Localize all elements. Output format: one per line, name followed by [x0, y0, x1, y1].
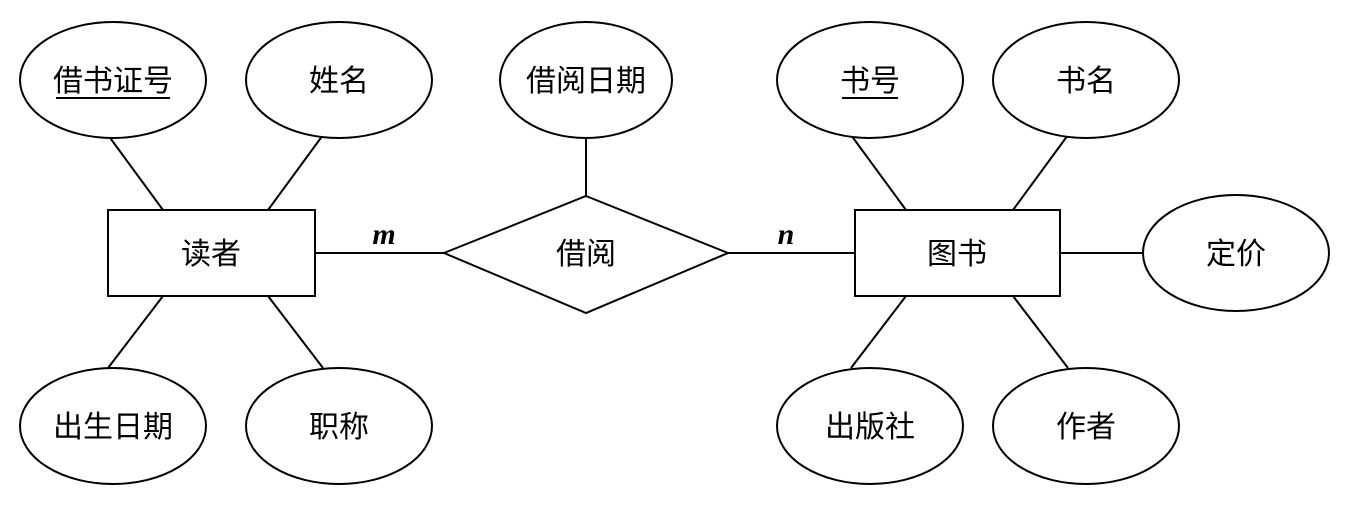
attribute-card-number: 借书证号 [19, 21, 207, 139]
edge-book-publisher [850, 295, 907, 369]
attribute-book-number: 书号 [776, 21, 964, 139]
edge-reader-birthdate [107, 295, 164, 369]
attribute-birth-date-label: 出生日期 [53, 410, 173, 445]
attribute-book-number-label: 书号 [840, 64, 900, 99]
attribute-book-name-label: 书名 [1056, 64, 1116, 99]
attribute-card-number-label: 借书证号 [53, 64, 173, 99]
edge-reader-name [267, 134, 324, 211]
edge-reader-cardno [107, 134, 164, 211]
attribute-price-label: 定价 [1206, 237, 1266, 272]
attribute-job-title: 职称 [245, 367, 433, 485]
attribute-borrow-date-label: 借阅日期 [526, 64, 646, 99]
entity-book-label: 图书 [927, 237, 987, 272]
cardinality-n: n [778, 218, 795, 251]
attribute-publisher-label: 出版社 [825, 410, 915, 445]
attribute-borrow-date: 借阅日期 [499, 21, 673, 139]
attribute-book-name: 书名 [992, 21, 1180, 139]
attribute-price: 定价 [1142, 194, 1330, 312]
attribute-author-label: 作者 [1056, 410, 1116, 445]
edge-book-bookno [850, 134, 907, 211]
attribute-name: 姓名 [245, 21, 433, 139]
attribute-birth-date: 出生日期 [19, 367, 207, 485]
entity-reader-label: 读者 [181, 237, 241, 272]
entity-book: 图书 [854, 209, 1061, 297]
edge-book-bookname [1012, 134, 1069, 211]
attribute-author: 作者 [992, 367, 1180, 485]
edge-book-author [1012, 295, 1069, 369]
edge-reader-title [267, 295, 324, 369]
attribute-publisher: 出版社 [776, 367, 964, 485]
cardinality-m: m [372, 218, 395, 251]
attribute-job-title-label: 职称 [309, 410, 369, 445]
connectors [107, 134, 1143, 369]
relationship-borrow: 借阅 [441, 194, 731, 315]
entity-reader: 读者 [107, 209, 316, 297]
attribute-name-label: 姓名 [309, 64, 369, 99]
relationship-borrow-label: 借阅 [556, 237, 616, 272]
